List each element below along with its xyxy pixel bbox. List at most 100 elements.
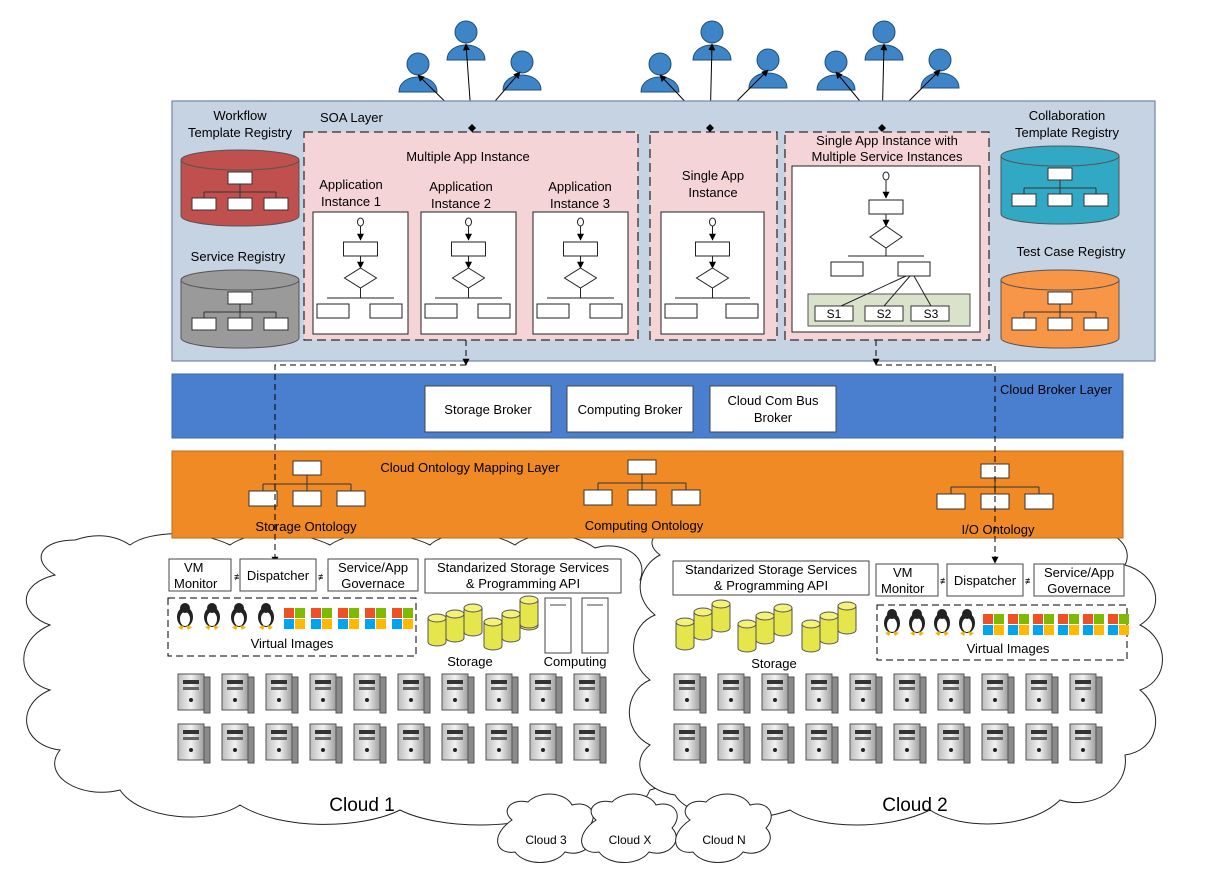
server-icon	[717, 673, 751, 714]
service-registry-db	[180, 269, 300, 349]
server-icon	[805, 723, 839, 764]
server-icon	[849, 673, 883, 714]
server-icon	[573, 723, 607, 764]
app-instance-1-label-2: Instance 1	[321, 194, 381, 209]
computing-ontology-label: Computing Ontology	[585, 518, 704, 533]
collaboration-template-registry-db	[1000, 145, 1120, 225]
server-icon	[265, 673, 299, 714]
app-instance-2-label-2: Instance 2	[431, 196, 491, 211]
c2-server-farm	[673, 673, 1103, 764]
server-icon	[673, 723, 707, 764]
cloud-n-label: Cloud N	[702, 833, 745, 847]
single-multi-title-2: Multiple Service Instances	[811, 149, 963, 164]
c1-dispatcher-label: Dispatcher	[247, 568, 310, 583]
server-icon	[849, 723, 883, 764]
server-icon	[485, 723, 519, 764]
c2-governance-label-2: Governace	[1047, 581, 1111, 596]
user-icon	[640, 52, 680, 93]
server-icon	[441, 723, 475, 764]
multiple-app-instance-title: Multiple App Instance	[406, 149, 530, 164]
windows-icon	[1008, 614, 1029, 635]
windows-icon	[338, 608, 359, 629]
users-group	[398, 20, 960, 93]
storage-ontology-tree	[248, 460, 366, 507]
c2-link-2: ≢	[1025, 576, 1034, 586]
windows-icon	[1083, 614, 1104, 635]
com-bus-broker-label-1: Cloud Com Bus	[727, 393, 819, 408]
c1-os-icons	[177, 603, 413, 630]
windows-icon	[983, 614, 1004, 635]
cloud-3-label: Cloud 3	[525, 833, 567, 847]
single-app-workflow	[660, 211, 765, 335]
c1-computing-racks	[544, 597, 609, 654]
c2-vm-monitor-label-2: Monitor	[881, 581, 925, 596]
app-instance-1-workflow	[312, 211, 409, 335]
workflow-registry-label-2: Template Registry	[188, 125, 293, 140]
server-icon	[761, 723, 795, 764]
server-icon	[761, 673, 795, 714]
c2-dispatcher-box	[946, 563, 1024, 597]
server-icon	[673, 673, 707, 714]
server-icon	[265, 723, 299, 764]
storage-broker-box	[424, 385, 552, 433]
computing-broker-label: Computing Broker	[578, 402, 683, 417]
windows-icon	[1058, 614, 1079, 635]
c1-storage-label: Storage	[447, 654, 493, 669]
c1-server-farm	[177, 673, 607, 764]
storage-broker-label: Storage Broker	[444, 402, 532, 417]
c2-governance-label-1: Service/App	[1044, 565, 1114, 580]
computing-broker-box	[566, 385, 694, 433]
single-app-title-1: Single App	[682, 168, 744, 183]
workflow-registry-label-1: Workflow	[213, 108, 267, 123]
server-icon	[353, 723, 387, 764]
io-ontology-label: I/O Ontology	[962, 522, 1035, 537]
server-icon	[529, 723, 563, 764]
test-case-registry-label: Test Case Registry	[1016, 244, 1126, 259]
workflow-template-registry-db	[180, 149, 300, 227]
soa-layer-title: SOA Layer	[320, 110, 384, 125]
server-icon	[397, 673, 431, 714]
server-icon	[805, 673, 839, 714]
c2-storage-cylinders	[675, 599, 857, 653]
c1-link-2: ≢	[318, 572, 327, 582]
cloud-2-name: Cloud 2	[882, 795, 948, 816]
service-s2-label: S2	[877, 307, 892, 321]
user-link-diamonds	[468, 124, 886, 132]
c2-vm-monitor-box	[875, 563, 939, 597]
server-icon	[529, 673, 563, 714]
dashed-connectors	[271, 340, 999, 564]
windows-icon	[365, 608, 386, 629]
c2-dispatcher-label: Dispatcher	[954, 573, 1017, 588]
server-icon	[1025, 723, 1059, 764]
user-icon	[446, 20, 486, 61]
cloud-ontology-title: Cloud Ontology Mapping Layer	[380, 460, 560, 475]
c1-std-storage-label-1: Standarized Storage Services	[437, 560, 609, 575]
linux-icon	[177, 603, 193, 630]
server-icon	[981, 673, 1015, 714]
com-bus-broker-box	[709, 385, 837, 433]
server-icon	[981, 723, 1015, 764]
c1-governance-label-1: Service/App	[338, 560, 408, 575]
collab-registry-label-1: Collaboration	[1029, 108, 1106, 123]
windows-icon	[392, 608, 413, 629]
c1-governance-box	[327, 558, 419, 592]
other-clouds-shape	[497, 793, 772, 863]
cloud-1-name: Cloud 1	[329, 795, 395, 816]
c1-governance-label-2: Governace	[341, 576, 405, 591]
user-icon	[816, 50, 856, 91]
c2-vm-monitor-label-1: VM	[893, 565, 913, 580]
linux-icon	[258, 603, 274, 630]
c2-storage-label: Storage	[751, 656, 797, 671]
server-icon	[1025, 673, 1059, 714]
c1-vm-monitor-label-2: Monitor	[174, 576, 218, 591]
single-multi-workflow	[791, 165, 981, 333]
linux-icon	[934, 609, 950, 636]
server-icon	[309, 723, 343, 764]
server-icon	[177, 723, 211, 764]
c2-std-storage-label-1: Standarized Storage Services	[685, 562, 857, 577]
c1-vm-monitor-box	[168, 558, 232, 592]
server-icon	[309, 673, 343, 714]
c1-virtual-images-label: Virtual Images	[251, 636, 334, 651]
server-icon	[221, 723, 255, 764]
